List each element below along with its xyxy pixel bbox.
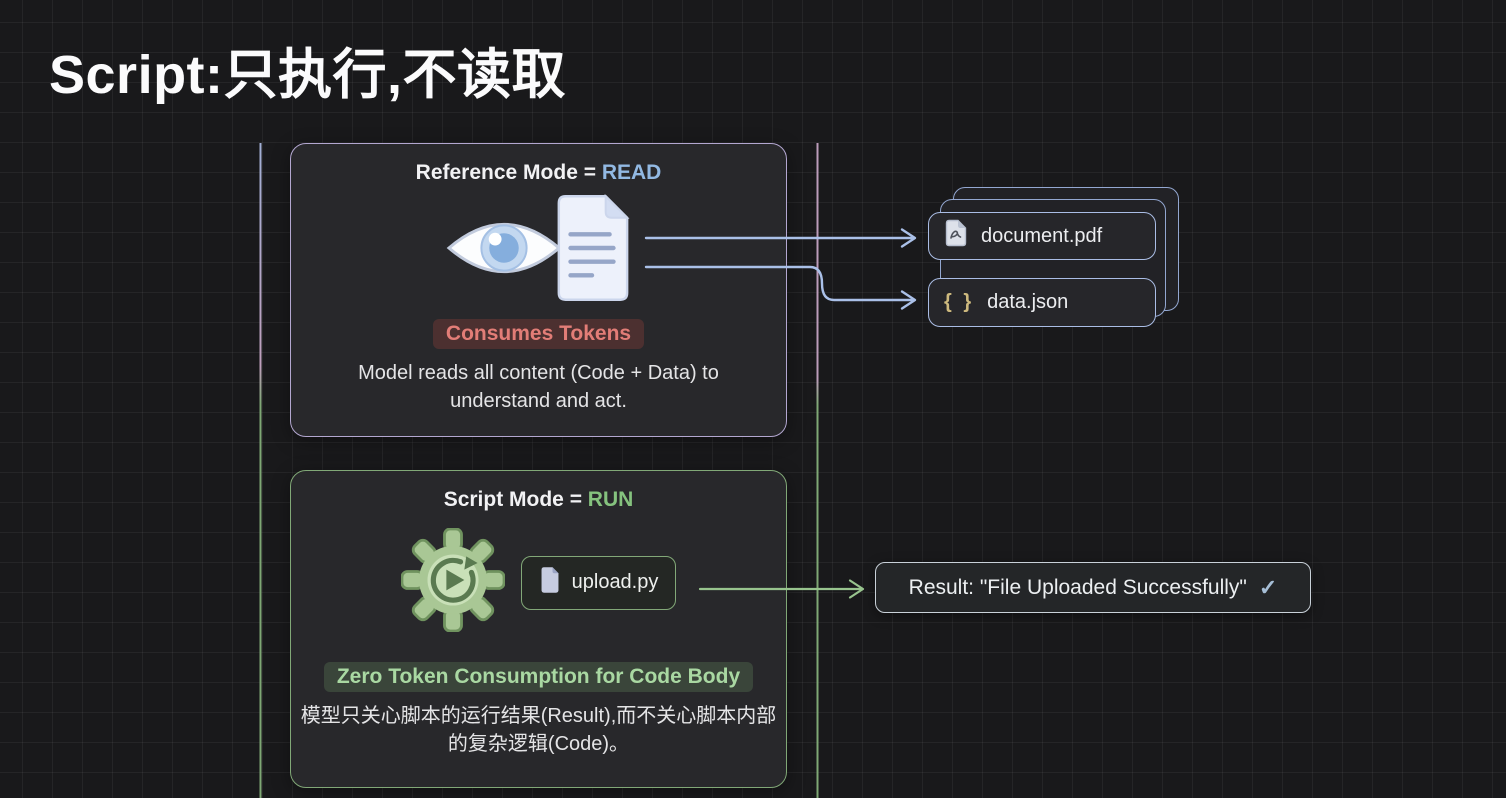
- checkmark-icon: ✓: [1258, 574, 1278, 600]
- read-icon-group: [445, 191, 633, 310]
- result-box: Result: "File Uploaded Successfully" ✓: [875, 562, 1311, 613]
- upload-py-label: upload.py: [571, 571, 659, 593]
- run-icon-group: upload.py: [400, 527, 677, 637]
- read-description: Model reads all content (Code + Data) to…: [358, 362, 719, 413]
- read-keyword: READ: [601, 161, 662, 184]
- script-mode-title-prefix: Script Mode =: [443, 488, 588, 511]
- gear-run-icon: [400, 527, 506, 637]
- script-mode-title: Script Mode = RUN: [444, 488, 634, 512]
- document-icon: [551, 191, 633, 310]
- reference-mode-card: Reference Mode = READ: [290, 143, 787, 437]
- script-mode-card: Script Mode = RUN: [290, 470, 787, 788]
- data-json-card: { } data.json: [928, 278, 1156, 327]
- page-title: Script:只执行,不读取: [49, 45, 567, 105]
- document-pdf-label: document.pdf: [981, 224, 1103, 247]
- reference-mode-title-prefix: Reference Mode =: [415, 161, 602, 184]
- file-icon: [539, 566, 561, 600]
- eye-icon: [445, 208, 563, 293]
- consumes-tokens-badge: Consumes Tokens: [432, 319, 645, 349]
- upload-py-chip: upload.py: [520, 555, 677, 610]
- reference-mode-title: Reference Mode = READ: [416, 161, 662, 185]
- run-keyword: RUN: [587, 488, 634, 511]
- json-braces-icon: { }: [944, 291, 975, 313]
- zero-token-badge: Zero Token Consumption for Code Body: [323, 662, 754, 692]
- data-json-label: data.json: [987, 291, 1069, 313]
- result-text: Result: "File Uploaded Successfully": [908, 575, 1247, 599]
- run-description: 模型只关心脚本的运行结果(Result),而不关心脚本内部的复杂逻辑(Code)…: [300, 705, 777, 756]
- document-pdf-card: document.pdf: [928, 212, 1156, 260]
- pdf-file-icon: [944, 219, 968, 253]
